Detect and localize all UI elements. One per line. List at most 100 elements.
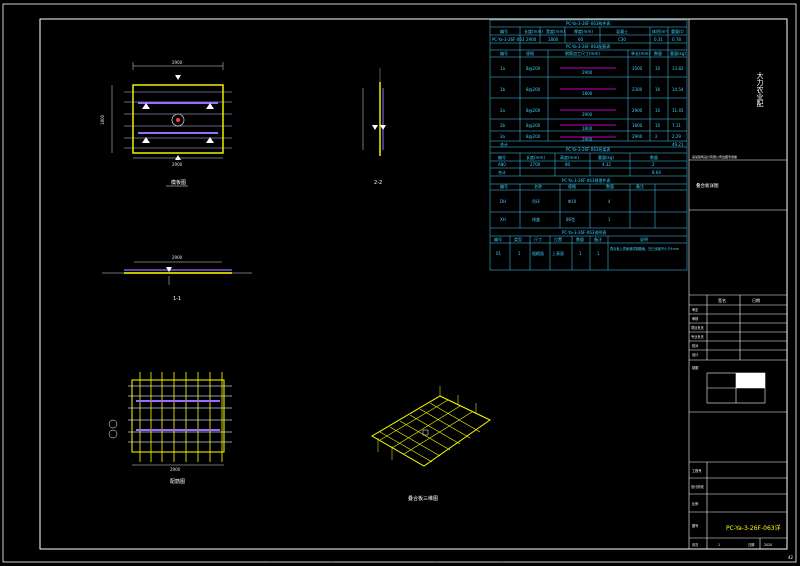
rebar-row-spec: 8@200: [526, 123, 541, 128]
section-1-1-dimension: 2900: [172, 255, 183, 260]
truss-cell-height: 80: [565, 162, 571, 167]
rebar-row-no: 2b: [500, 123, 506, 128]
rebar-row-qty: 10: [655, 123, 661, 128]
title-block-black-fill: [736, 373, 765, 388]
rebar-row-qty: 2: [655, 134, 658, 139]
truss-header-no: 编号: [498, 154, 506, 160]
rebar-plan-label: 配筋图: [170, 478, 185, 485]
bottom-edge-marks: [270, 561, 503, 562]
tb-row-label: 校对: [692, 343, 699, 348]
rebar-row-length: 2900: [632, 108, 643, 113]
rebar-row-no: 3a: [500, 134, 506, 139]
notes-header-no: 编号: [494, 236, 502, 242]
embed-cell-spec: 86型: [566, 216, 575, 222]
notes-cell-no: 01: [496, 251, 502, 256]
rebar-row-spec: 8@200: [526, 134, 541, 139]
notes-cell-type: 1: [518, 251, 521, 256]
tb-date-value: 2020: [764, 543, 772, 547]
rebar-row-length: 2300: [632, 87, 643, 92]
rebar-row-shape: 2900: [582, 70, 593, 75]
notes-cell-note: 1: [597, 251, 600, 256]
truss-header-qty: 数量: [650, 154, 658, 160]
embed-cell-no: XH: [500, 217, 506, 222]
junction-box-icon: [171, 113, 185, 127]
tb-row-label: 项目负责: [691, 325, 704, 330]
rebar-row-weight: 11.45: [672, 108, 684, 113]
truss-header-height: 高度(mm): [560, 154, 579, 160]
rebar-row-length: 3500: [632, 66, 643, 71]
rebar-row-qty: 10: [655, 108, 661, 113]
section-marker-icon: [166, 267, 172, 272]
rebar-table-rows: 1a 8@200 2900 3500 10 13.82 1b 8@200 180…: [500, 66, 684, 142]
rebar-row-spec: 8@200: [526, 87, 541, 92]
sheet-outer-border: [2, 3, 797, 563]
tables: [489, 19, 688, 271]
embed-header-no: 编号: [500, 183, 508, 189]
component-header-width: 宽度(mm): [546, 28, 565, 34]
tb-drawing-no-label: 图号: [692, 523, 698, 528]
embed-cell-qty: 1: [608, 217, 611, 222]
rebar-row-length: 1800: [632, 123, 643, 128]
drawing-frame: [39, 18, 788, 550]
title-block: [688, 19, 787, 549]
rebar-header-qty: 数量: [654, 50, 662, 56]
embed-cell-name: 线盒: [532, 216, 540, 222]
plan-slab-outline: [132, 84, 224, 154]
embed-header-qty: 数量: [606, 183, 614, 189]
notes-header-size: 尺寸: [534, 236, 542, 242]
rebar-row-no: 1a: [500, 66, 506, 71]
rebar-header-shape: 钢筋加工尺寸(mm): [565, 50, 600, 56]
plan-top-dimension: 2900: [172, 60, 183, 65]
notes-header-position: 位置: [554, 236, 562, 242]
notes-table-title: PC-Ya-3-26F-063说明表: [562, 229, 606, 235]
section-2-2-view: 2-2: [362, 68, 386, 186]
rebar-row-weight: 2.29: [672, 134, 681, 139]
rebar-row-length: 2900: [632, 134, 643, 139]
rebar-row-shape: 2900: [582, 137, 593, 142]
embed-header-note: 备注: [636, 183, 644, 189]
component-cell-weight: 0.78: [672, 37, 681, 42]
component-table-title: PC-Ya-3-26F-063构件表: [566, 20, 610, 26]
tb-row-label: 审定: [692, 307, 699, 312]
section-marker-icon: [175, 75, 181, 80]
rebar-total-value: 49.21: [672, 142, 684, 147]
rebar-header-no: 编号: [500, 50, 508, 56]
isometric-view: 叠合板三维图: [371, 386, 491, 502]
tb-row-label: 专业负责: [691, 334, 704, 339]
tb-date-label: 日期: [748, 542, 754, 547]
notes-cell-qty: 1: [579, 251, 582, 256]
component-header-length: 长度(mm): [524, 28, 543, 34]
component-cell-length: 2900: [526, 37, 537, 42]
rebar-row-shape: 2900: [582, 112, 593, 117]
section-1-1-view: 2900 1-1: [102, 255, 252, 302]
component-header-weight: 重量(t): [671, 28, 684, 34]
sheet-corner-mark: 42: [788, 555, 794, 560]
embed-cell-qty: 4: [608, 199, 611, 204]
rebar-header-unit-length: 单长(mm): [631, 50, 650, 56]
embed-header-spec: 规格: [568, 183, 576, 189]
tb-sheet-label: 页次: [692, 542, 699, 547]
truss-total-value: 8.64: [652, 170, 661, 175]
section-2-2-label: 2-2: [374, 180, 382, 186]
plan-left-dimension: 1800: [100, 114, 105, 125]
section-marker-icon: [372, 125, 378, 130]
component-cell-volume: 0.31: [654, 37, 663, 42]
lifting-point-icon: [142, 103, 150, 109]
component-header-volume: 体积(m³): [652, 28, 669, 34]
section-marker-icon: [380, 125, 386, 130]
embed-cell-spec: Φ10: [568, 199, 577, 204]
isometric-view-label: 叠合板三维图: [408, 495, 438, 502]
stamp-caption: 某某建筑设计有限公司出图专用章: [692, 154, 737, 159]
truss-table-title: PC-Ya-3-26F-063桁架表: [566, 146, 610, 152]
truss-cell-qty: 2: [652, 162, 655, 167]
component-cell-width: 1800: [548, 37, 559, 42]
notes-cell-desc: 叠合板上表面做成粗糙面，凹凸深度不小于4mm: [610, 246, 679, 251]
rebar-header-spec: 规格: [526, 50, 534, 56]
rebar-row-weight: 13.82: [672, 66, 684, 71]
component-header-no: 编号: [500, 28, 508, 34]
embed-cell-name: 吊环: [532, 199, 540, 204]
tb-stage-label: 设计阶段: [691, 484, 705, 489]
tb-row-label: 制图: [692, 365, 698, 370]
plan-bottom-dimension: 2900: [172, 162, 183, 167]
component-cell-no: PC-Ya-3-26F-063: [492, 37, 525, 42]
